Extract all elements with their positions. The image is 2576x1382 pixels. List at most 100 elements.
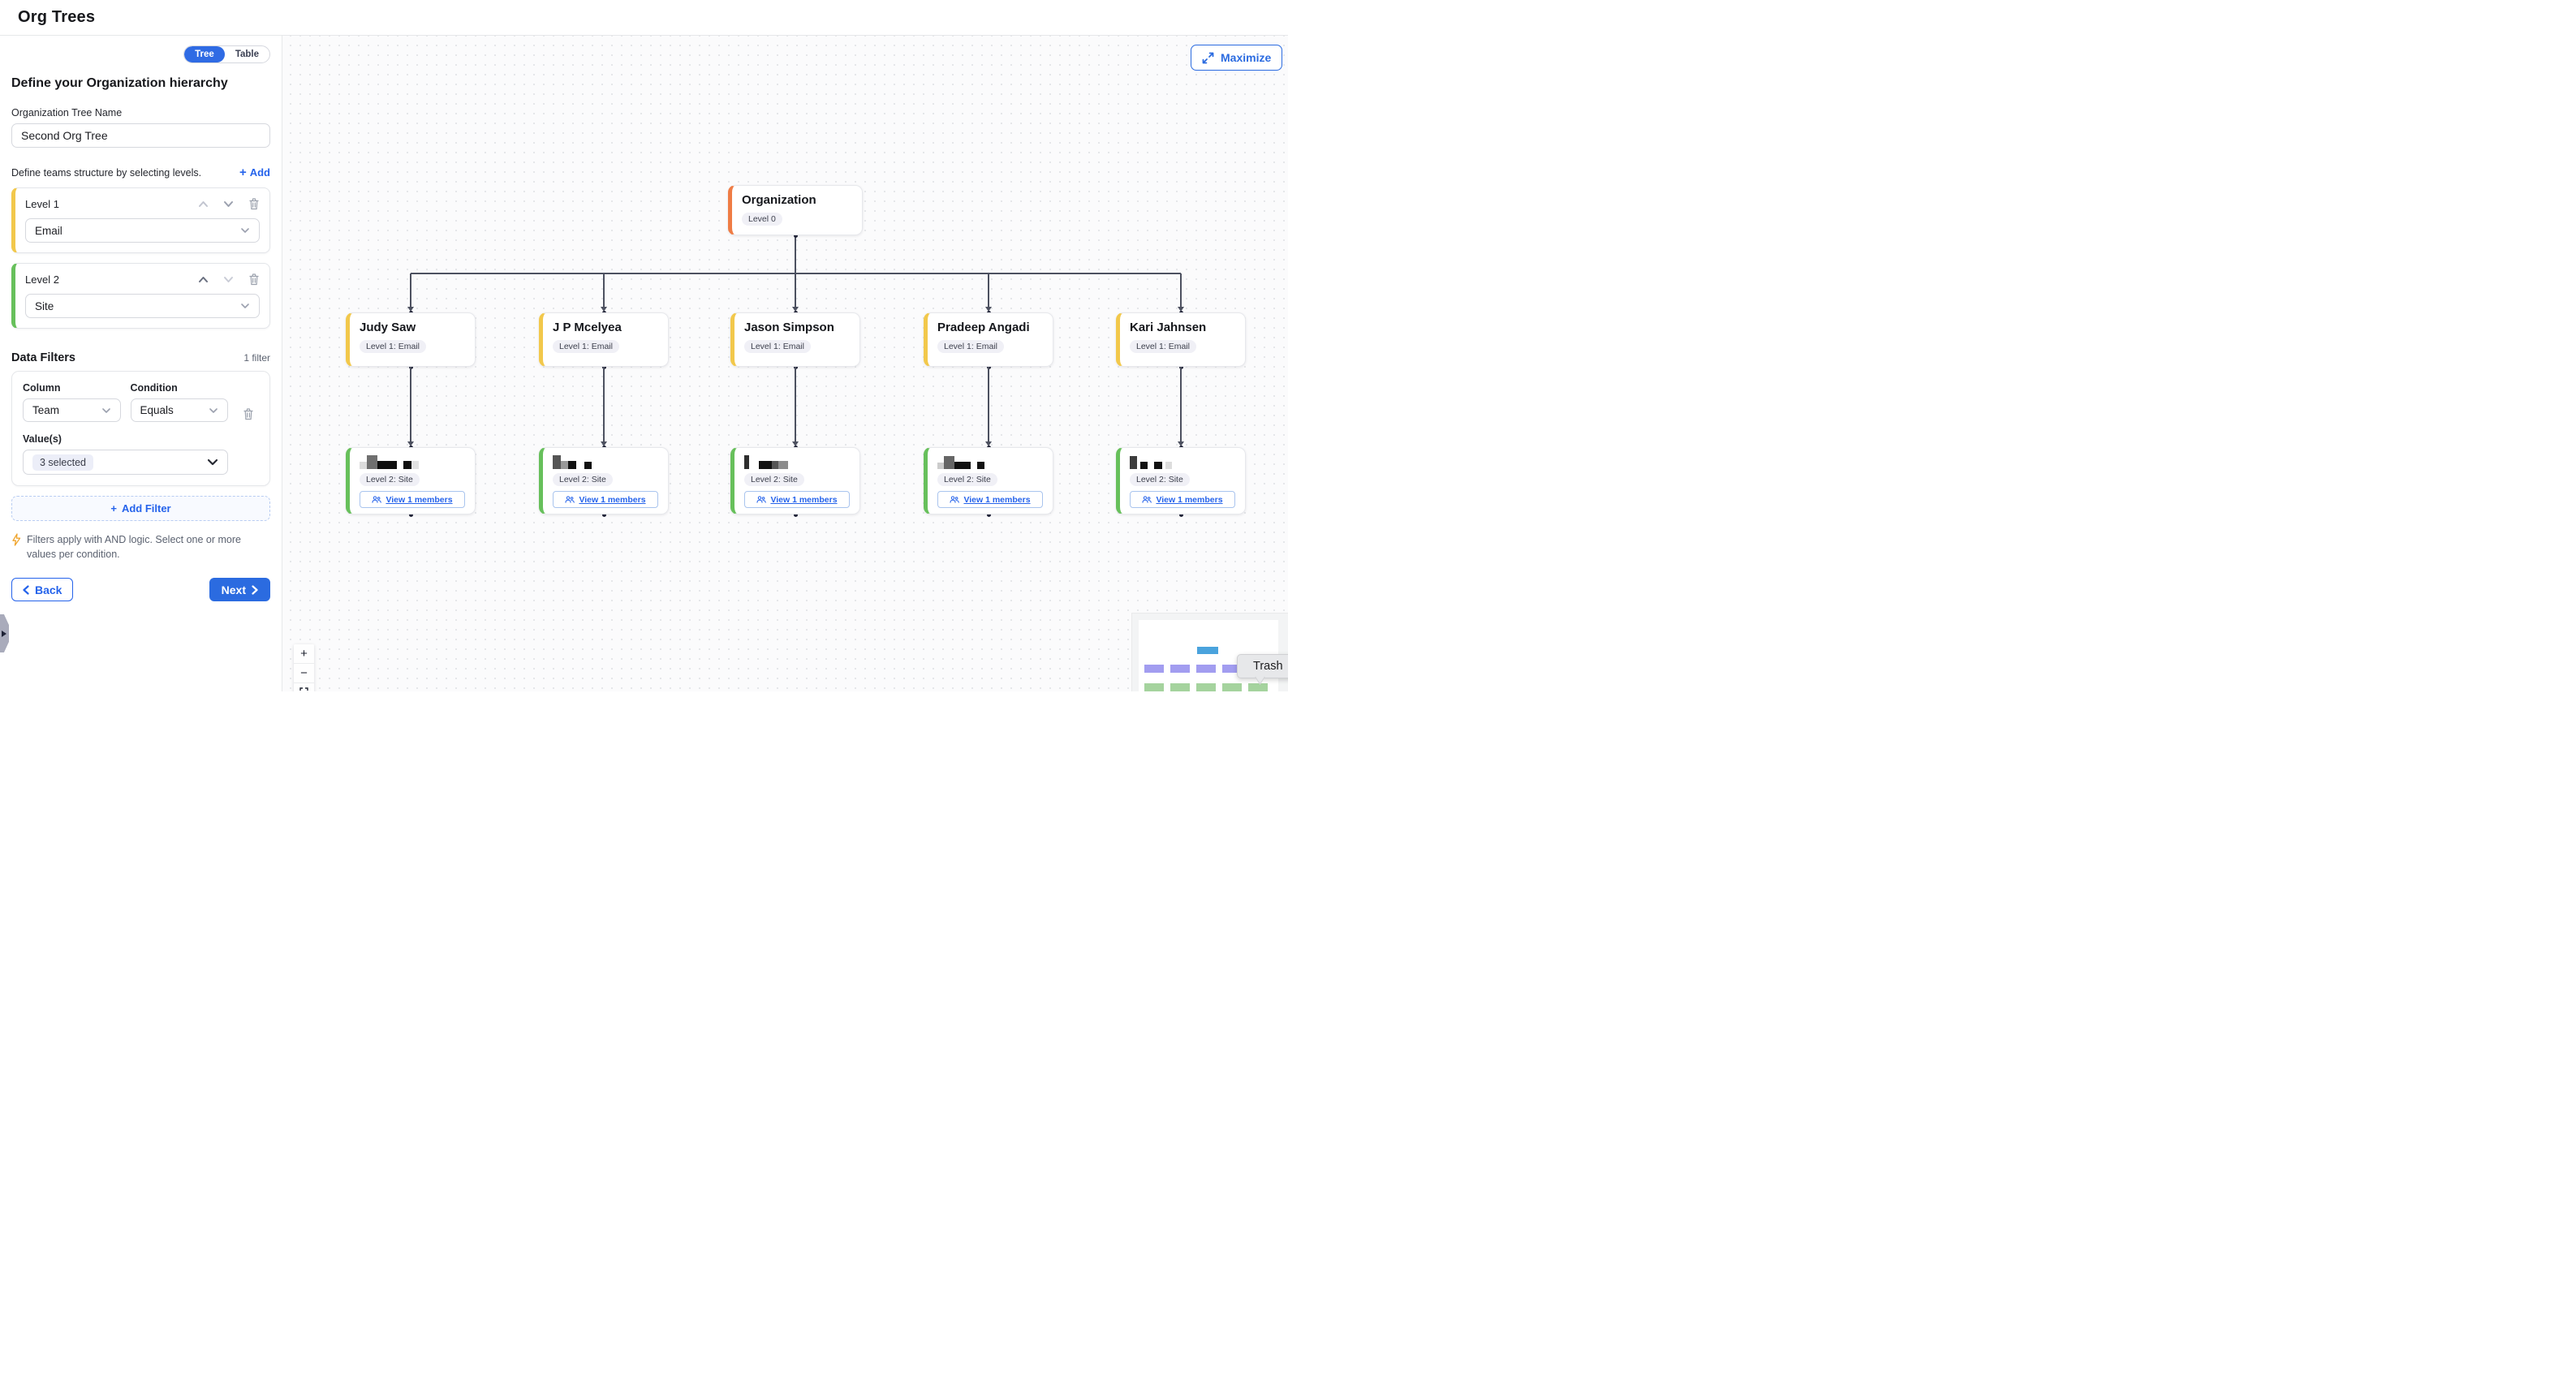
- people-icon: [372, 496, 382, 503]
- lightning-icon: [12, 533, 21, 546]
- sidebar-heading: Define your Organization hierarchy: [11, 76, 228, 90]
- people-icon: [950, 496, 960, 503]
- level-2-label: Level 2: [25, 273, 59, 286]
- redacted-title: [1130, 455, 1235, 469]
- minimap[interactable]: [1131, 613, 1288, 691]
- toggle-table-button[interactable]: Table: [225, 46, 269, 62]
- view-members-button[interactable]: View 1 members: [360, 491, 465, 508]
- app-window: Org Trees Tree Table Define your Organiz…: [0, 0, 1288, 691]
- delete-filter-button[interactable]: [243, 407, 254, 420]
- chevron-right-icon: [252, 585, 258, 595]
- tree-name-label: Organization Tree Name: [11, 107, 123, 118]
- filters-hint: Filters apply with AND logic. Select one…: [11, 532, 270, 562]
- view-members-button[interactable]: View 1 members: [744, 491, 850, 508]
- redacted-title: [553, 455, 658, 469]
- chevron-down-icon: [241, 228, 249, 233]
- minimap-level1-node: [1196, 665, 1216, 673]
- condition-select[interactable]: Equals: [130, 398, 228, 422]
- move-up-button[interactable]: [198, 276, 209, 283]
- triangle-right-icon: [2, 630, 6, 637]
- node-title: J P Mcelyea: [553, 321, 622, 334]
- selected-count-chip: 3 selected: [32, 454, 93, 471]
- level-1-select[interactable]: Email: [25, 218, 260, 243]
- node-badge: Level 1: Email: [360, 340, 426, 353]
- minimap-level1-node: [1222, 665, 1242, 673]
- chevron-up-icon: [199, 276, 208, 282]
- trash-icon: [249, 198, 259, 210]
- minimap-level2-node: [1144, 683, 1164, 691]
- minimap-level1-node: [1170, 665, 1190, 673]
- level-2-select[interactable]: Site: [25, 294, 260, 318]
- trash-icon: [243, 408, 253, 420]
- chevron-left-icon: [23, 585, 29, 595]
- fit-view-icon: [299, 687, 308, 691]
- chevron-up-icon: [199, 200, 208, 207]
- fit-view-button[interactable]: [294, 683, 314, 691]
- minimap-level2-node: [1248, 683, 1268, 691]
- maximize-button[interactable]: Maximize: [1191, 45, 1283, 71]
- add-level-button[interactable]: + Add: [239, 166, 270, 179]
- node-title: Pradeep Angadi: [937, 321, 1030, 334]
- condition-label: Condition: [130, 382, 178, 394]
- delete-level-button[interactable]: [248, 273, 260, 286]
- chevron-down-icon: [224, 276, 233, 282]
- next-button[interactable]: Next: [209, 578, 270, 602]
- level-card-2: Level 2 Site: [11, 263, 270, 329]
- values-multiselect[interactable]: 3 selected: [23, 450, 228, 475]
- redacted-title: [744, 455, 850, 469]
- zoom-in-button[interactable]: +: [294, 644, 314, 664]
- chevron-down-icon: [224, 200, 233, 207]
- sidebar-collapse-handle[interactable]: [0, 614, 9, 652]
- chevron-down-icon: [207, 459, 218, 466]
- chevron-down-icon: [209, 407, 218, 413]
- toggle-tree-button[interactable]: Tree: [184, 46, 225, 62]
- sidebar-panel: Tree Table Define your Organization hier…: [0, 36, 282, 691]
- add-filter-button[interactable]: + Add Filter: [11, 496, 270, 521]
- view-members-button[interactable]: View 1 members: [553, 491, 658, 508]
- levels-description: Define teams structure by selecting leve…: [11, 166, 202, 179]
- redacted-title: [937, 455, 1043, 469]
- node-badge: Level 1: Email: [937, 340, 1004, 353]
- redacted-title: [360, 455, 465, 469]
- move-up-button[interactable]: [198, 200, 209, 208]
- move-down-button[interactable]: [223, 200, 234, 208]
- minimap-level1-node: [1144, 665, 1164, 673]
- values-label: Value(s): [23, 433, 62, 445]
- node-badge: Level 1: Email: [744, 340, 811, 353]
- trash-icon: [249, 273, 259, 286]
- column-select[interactable]: Team: [23, 398, 121, 422]
- os-tooltip: Trash: [1237, 654, 1288, 685]
- filter-card: Column Condition Team Equals Value(s): [11, 371, 270, 486]
- minimap-level2-node: [1170, 683, 1190, 691]
- delete-level-button[interactable]: [248, 197, 260, 210]
- view-toggle: Tree Table: [183, 45, 270, 63]
- column-label: Column: [23, 382, 61, 394]
- node-badge: Level 2: Site: [1130, 473, 1190, 486]
- move-down-button[interactable]: [223, 276, 234, 283]
- zoom-out-button[interactable]: −: [294, 664, 314, 683]
- people-icon: [565, 496, 575, 503]
- chevron-down-icon: [101, 407, 110, 413]
- node-badge: Level 0: [742, 213, 782, 226]
- view-members-button[interactable]: View 1 members: [1130, 491, 1235, 508]
- tree-name-input[interactable]: [11, 123, 270, 148]
- node-badge: Level 2: Site: [553, 473, 613, 486]
- back-button[interactable]: Back: [11, 578, 74, 602]
- top-bar: Org Trees: [0, 0, 1288, 36]
- minimap-root-node: [1197, 647, 1218, 654]
- view-members-button[interactable]: View 1 members: [937, 491, 1043, 508]
- tooltip-label: Trash: [1253, 660, 1283, 673]
- node-title: Kari Jahnsen: [1130, 321, 1207, 334]
